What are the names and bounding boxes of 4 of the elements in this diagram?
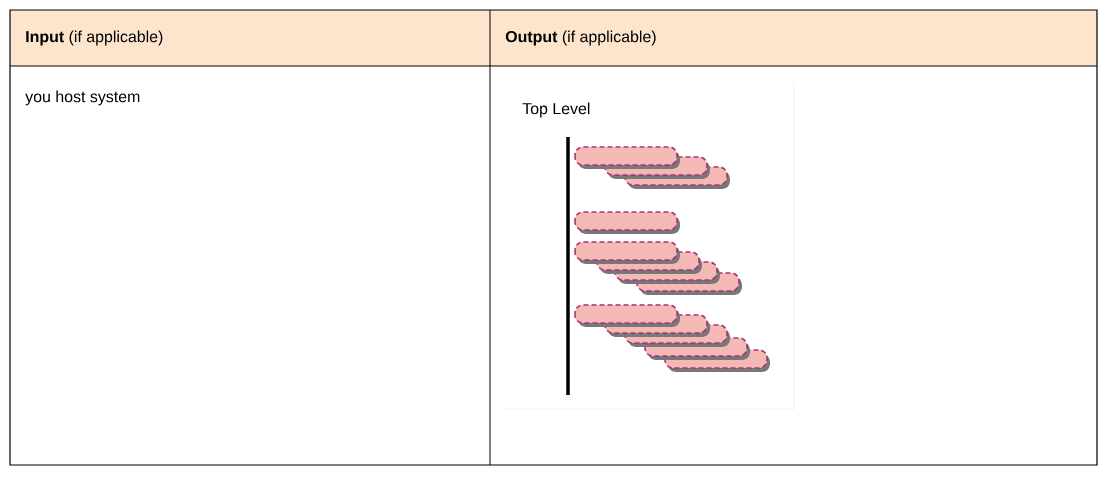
table-cell-text: you host system [25,90,140,106]
picture-title: Top Level [522,102,590,118]
column-header: Input (if applicable) [26,30,163,46]
column-header: Output (if applicable) [505,30,656,46]
